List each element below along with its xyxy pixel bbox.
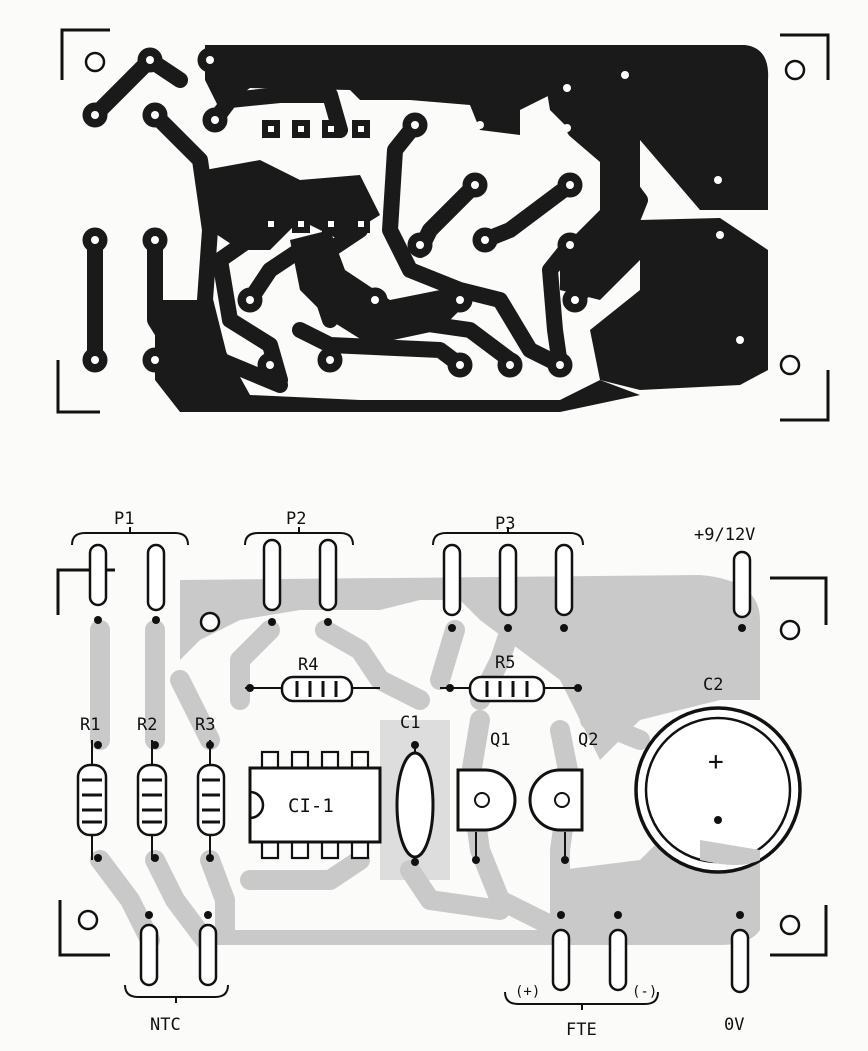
mounting-holes-bottom: [77, 611, 801, 936]
resistor-r4: [245, 675, 380, 703]
label-c2-polarity: +: [708, 747, 724, 777]
component-placement: P1 P2 P3 +9/12V: [56, 509, 828, 1040]
label-fte-plus: (+): [515, 984, 540, 1000]
drill-holes: [91, 56, 744, 369]
resistor-pins: [94, 741, 214, 862]
label-r1: R1: [80, 715, 100, 735]
corner-marks-top: [56, 28, 830, 422]
transistor-q1: [456, 768, 517, 864]
ic-ci1: [248, 750, 382, 860]
label-c1: C1: [400, 713, 420, 733]
wire-leads: [88, 538, 752, 994]
transistor-q2: [528, 768, 584, 864]
capacitor-c1: [395, 741, 435, 866]
label-q2: Q2: [578, 730, 598, 750]
label-ntc: NTC: [150, 1015, 181, 1035]
label-p1: P1: [114, 509, 134, 529]
pcb-copper-layout: [56, 28, 830, 422]
label-fte-minus: (-): [632, 984, 657, 1000]
lead-pins: [94, 616, 746, 919]
pot-brackets: [71, 527, 584, 546]
label-ic: CI-1: [288, 795, 334, 817]
resistor-r1: [76, 740, 108, 860]
label-c2: C2: [703, 675, 723, 695]
capacitor-c2: [634, 706, 802, 874]
label-fte: FTE: [566, 1020, 597, 1040]
resistor-r2: [136, 740, 168, 860]
resistor-r5: [440, 675, 582, 703]
bottom-brackets: [124, 984, 659, 1010]
resistor-r3: [196, 740, 226, 860]
label-ground: 0V: [724, 1015, 744, 1035]
label-r5: R5: [495, 653, 515, 673]
label-supply: +9/12V: [694, 525, 755, 545]
label-r2: R2: [137, 715, 157, 735]
label-p3: P3: [495, 514, 515, 534]
label-q1: Q1: [490, 730, 510, 750]
label-r4: R4: [298, 655, 318, 675]
label-r3: R3: [195, 715, 215, 735]
label-p2: P2: [286, 509, 306, 529]
